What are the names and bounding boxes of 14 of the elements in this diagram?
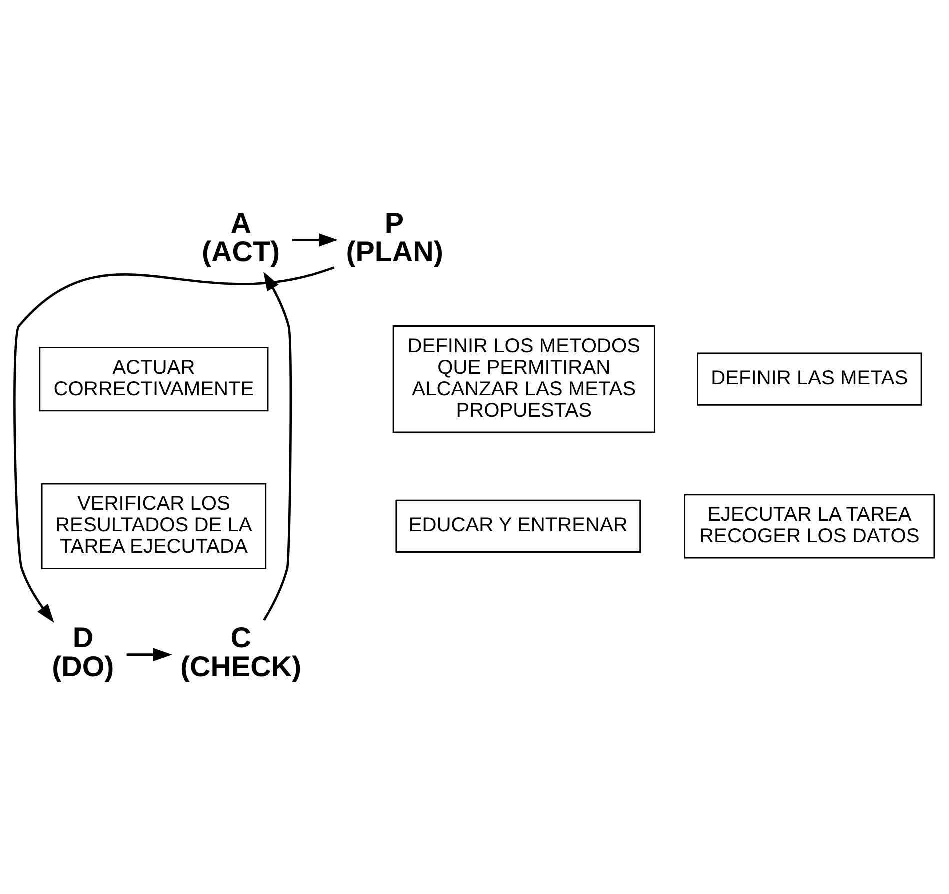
node-text: C (CHECK) <box>180 622 302 683</box>
arrow <box>292 233 338 246</box>
node-box: DEFINIR LAS METAS <box>697 352 922 406</box>
arrow <box>14 266 335 623</box>
node-box: EJECUTAR LA TAREA RECOGER LOS DATOS <box>684 494 936 558</box>
node-box: EDUCAR Y ENTRENAR <box>396 499 642 552</box>
node-text: A (ACT) <box>202 208 280 268</box>
node-text: P (PLAN) <box>346 208 444 268</box>
node-text: D (DO) <box>52 622 114 683</box>
arrow <box>263 271 292 620</box>
node-box: DEFINIR LOS METODOS QUE PERMITIRAN ALCANZAR LAS METAS PROPUESTAS <box>392 325 656 433</box>
arrow <box>126 648 172 661</box>
node-box: VERIFICAR LOS RESULTADOS DE LA TAREA EJECUTADA <box>41 482 267 569</box>
node-box: ACTUAR CORRECTIVAMENTE <box>39 346 269 412</box>
